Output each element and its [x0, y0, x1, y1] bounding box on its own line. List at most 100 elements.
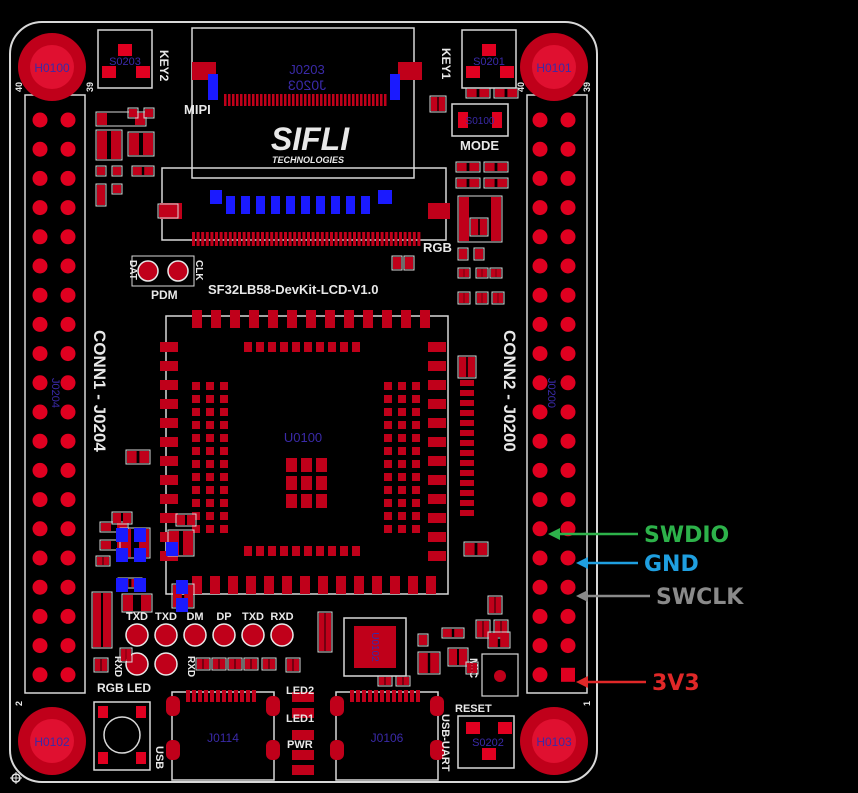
fpc-pin — [368, 94, 371, 106]
mcu-pad — [211, 310, 221, 328]
header-pad — [560, 200, 576, 216]
header-pad — [60, 375, 76, 391]
test-point-label: RXD — [270, 611, 293, 623]
header-pad — [560, 170, 576, 186]
mcu-pad — [220, 525, 228, 533]
smd-pad — [479, 219, 487, 235]
smd-pad — [419, 635, 423, 645]
mcu-pad — [192, 460, 200, 468]
header-pad — [532, 141, 548, 157]
mcu-pad — [428, 437, 446, 447]
conn2-pads — [532, 112, 576, 683]
fpc-pin — [210, 232, 214, 246]
header-pad — [532, 375, 548, 391]
fpc-pin — [236, 94, 239, 106]
mcu-pad — [428, 418, 446, 428]
mcu-pad — [220, 460, 228, 468]
test-point-pad — [154, 623, 178, 647]
uart-ref: J0106 — [371, 731, 404, 745]
smd-pad — [497, 179, 507, 187]
mcu-pad — [382, 310, 392, 328]
fpc-pin — [334, 232, 338, 246]
mcu-pad — [384, 486, 392, 494]
smd-pad — [460, 480, 474, 486]
mcu-pad — [287, 310, 297, 328]
fpc-blue-pin — [226, 196, 235, 214]
smd-pad — [287, 659, 293, 671]
smd-pad — [97, 185, 101, 205]
header-pad — [32, 287, 48, 303]
fpc-pin — [232, 94, 235, 106]
smd-pad — [325, 613, 331, 651]
fpc-pin — [300, 94, 303, 106]
uart-pin — [386, 690, 390, 702]
usb-pin — [240, 690, 244, 702]
smd-blue-pad — [116, 528, 128, 542]
mcu-pad — [206, 408, 214, 416]
mcu-pad — [206, 395, 214, 403]
mcu-pad — [428, 494, 446, 504]
header-pad — [60, 638, 76, 654]
mcu-pad — [192, 486, 200, 494]
smd-outline — [391, 255, 403, 271]
reset-ref: S0202 — [472, 737, 504, 749]
fpc-pin — [215, 232, 218, 246]
smd-outline — [119, 647, 133, 663]
smd-pad — [489, 633, 498, 647]
smd-pad — [117, 167, 121, 175]
header-pad — [60, 521, 76, 537]
smd-blue-pad — [176, 598, 188, 612]
smd-pad — [464, 269, 469, 277]
mcu-pad — [384, 525, 392, 533]
smd-outline — [111, 183, 123, 195]
key2-ref: S0203 — [109, 56, 141, 68]
header-pad — [32, 579, 48, 595]
mcu-pad — [160, 418, 178, 428]
smd-outline — [125, 449, 151, 465]
fpc-blue-pin — [346, 196, 355, 214]
test-point-label: RXD — [112, 656, 123, 677]
fpc-pin — [292, 94, 295, 106]
board-name: SF32LB58-DevKit-LCD-V1.0 — [208, 282, 379, 297]
mcu-pad — [398, 512, 406, 520]
smd-outline — [403, 255, 415, 271]
fpc-pin — [389, 232, 393, 246]
mcu-pad — [426, 576, 436, 594]
smd-pad — [95, 659, 101, 671]
fpc-pin — [352, 94, 355, 106]
smd-blue-pad — [116, 548, 128, 562]
header-pad — [32, 141, 48, 157]
smd-pad — [454, 629, 463, 637]
header-pad — [532, 579, 548, 595]
mcu-pad — [160, 456, 178, 466]
fpc-pin — [242, 232, 246, 246]
smd-pad — [467, 89, 477, 97]
mcu-pad — [220, 408, 228, 416]
fpc-pin — [260, 94, 263, 106]
fpc-pin — [270, 232, 274, 246]
mcu-pad — [412, 408, 420, 416]
test-point-pad — [270, 623, 294, 647]
smd-outline — [211, 657, 227, 671]
smd-pad — [491, 269, 496, 277]
smd-pad — [460, 470, 474, 476]
mcu-pad — [398, 421, 406, 429]
mcu-pad — [230, 310, 240, 328]
callout-arrow-head — [548, 528, 560, 540]
mcu-pad — [412, 525, 420, 533]
header-pad — [560, 521, 576, 537]
header-pad-square — [561, 667, 575, 682]
smd-outline — [157, 203, 179, 219]
mcu-pad — [220, 512, 228, 520]
mcu-pad — [249, 310, 259, 328]
mcu-pad — [340, 342, 348, 352]
mcu-pad — [428, 513, 446, 523]
mcu-pad — [354, 576, 364, 594]
smd-pad — [479, 249, 483, 259]
smd-pad — [177, 515, 185, 525]
smd-pad — [475, 249, 479, 259]
mcu-pad — [384, 408, 392, 416]
smd-pad — [460, 450, 474, 456]
smd-outline — [227, 657, 243, 671]
